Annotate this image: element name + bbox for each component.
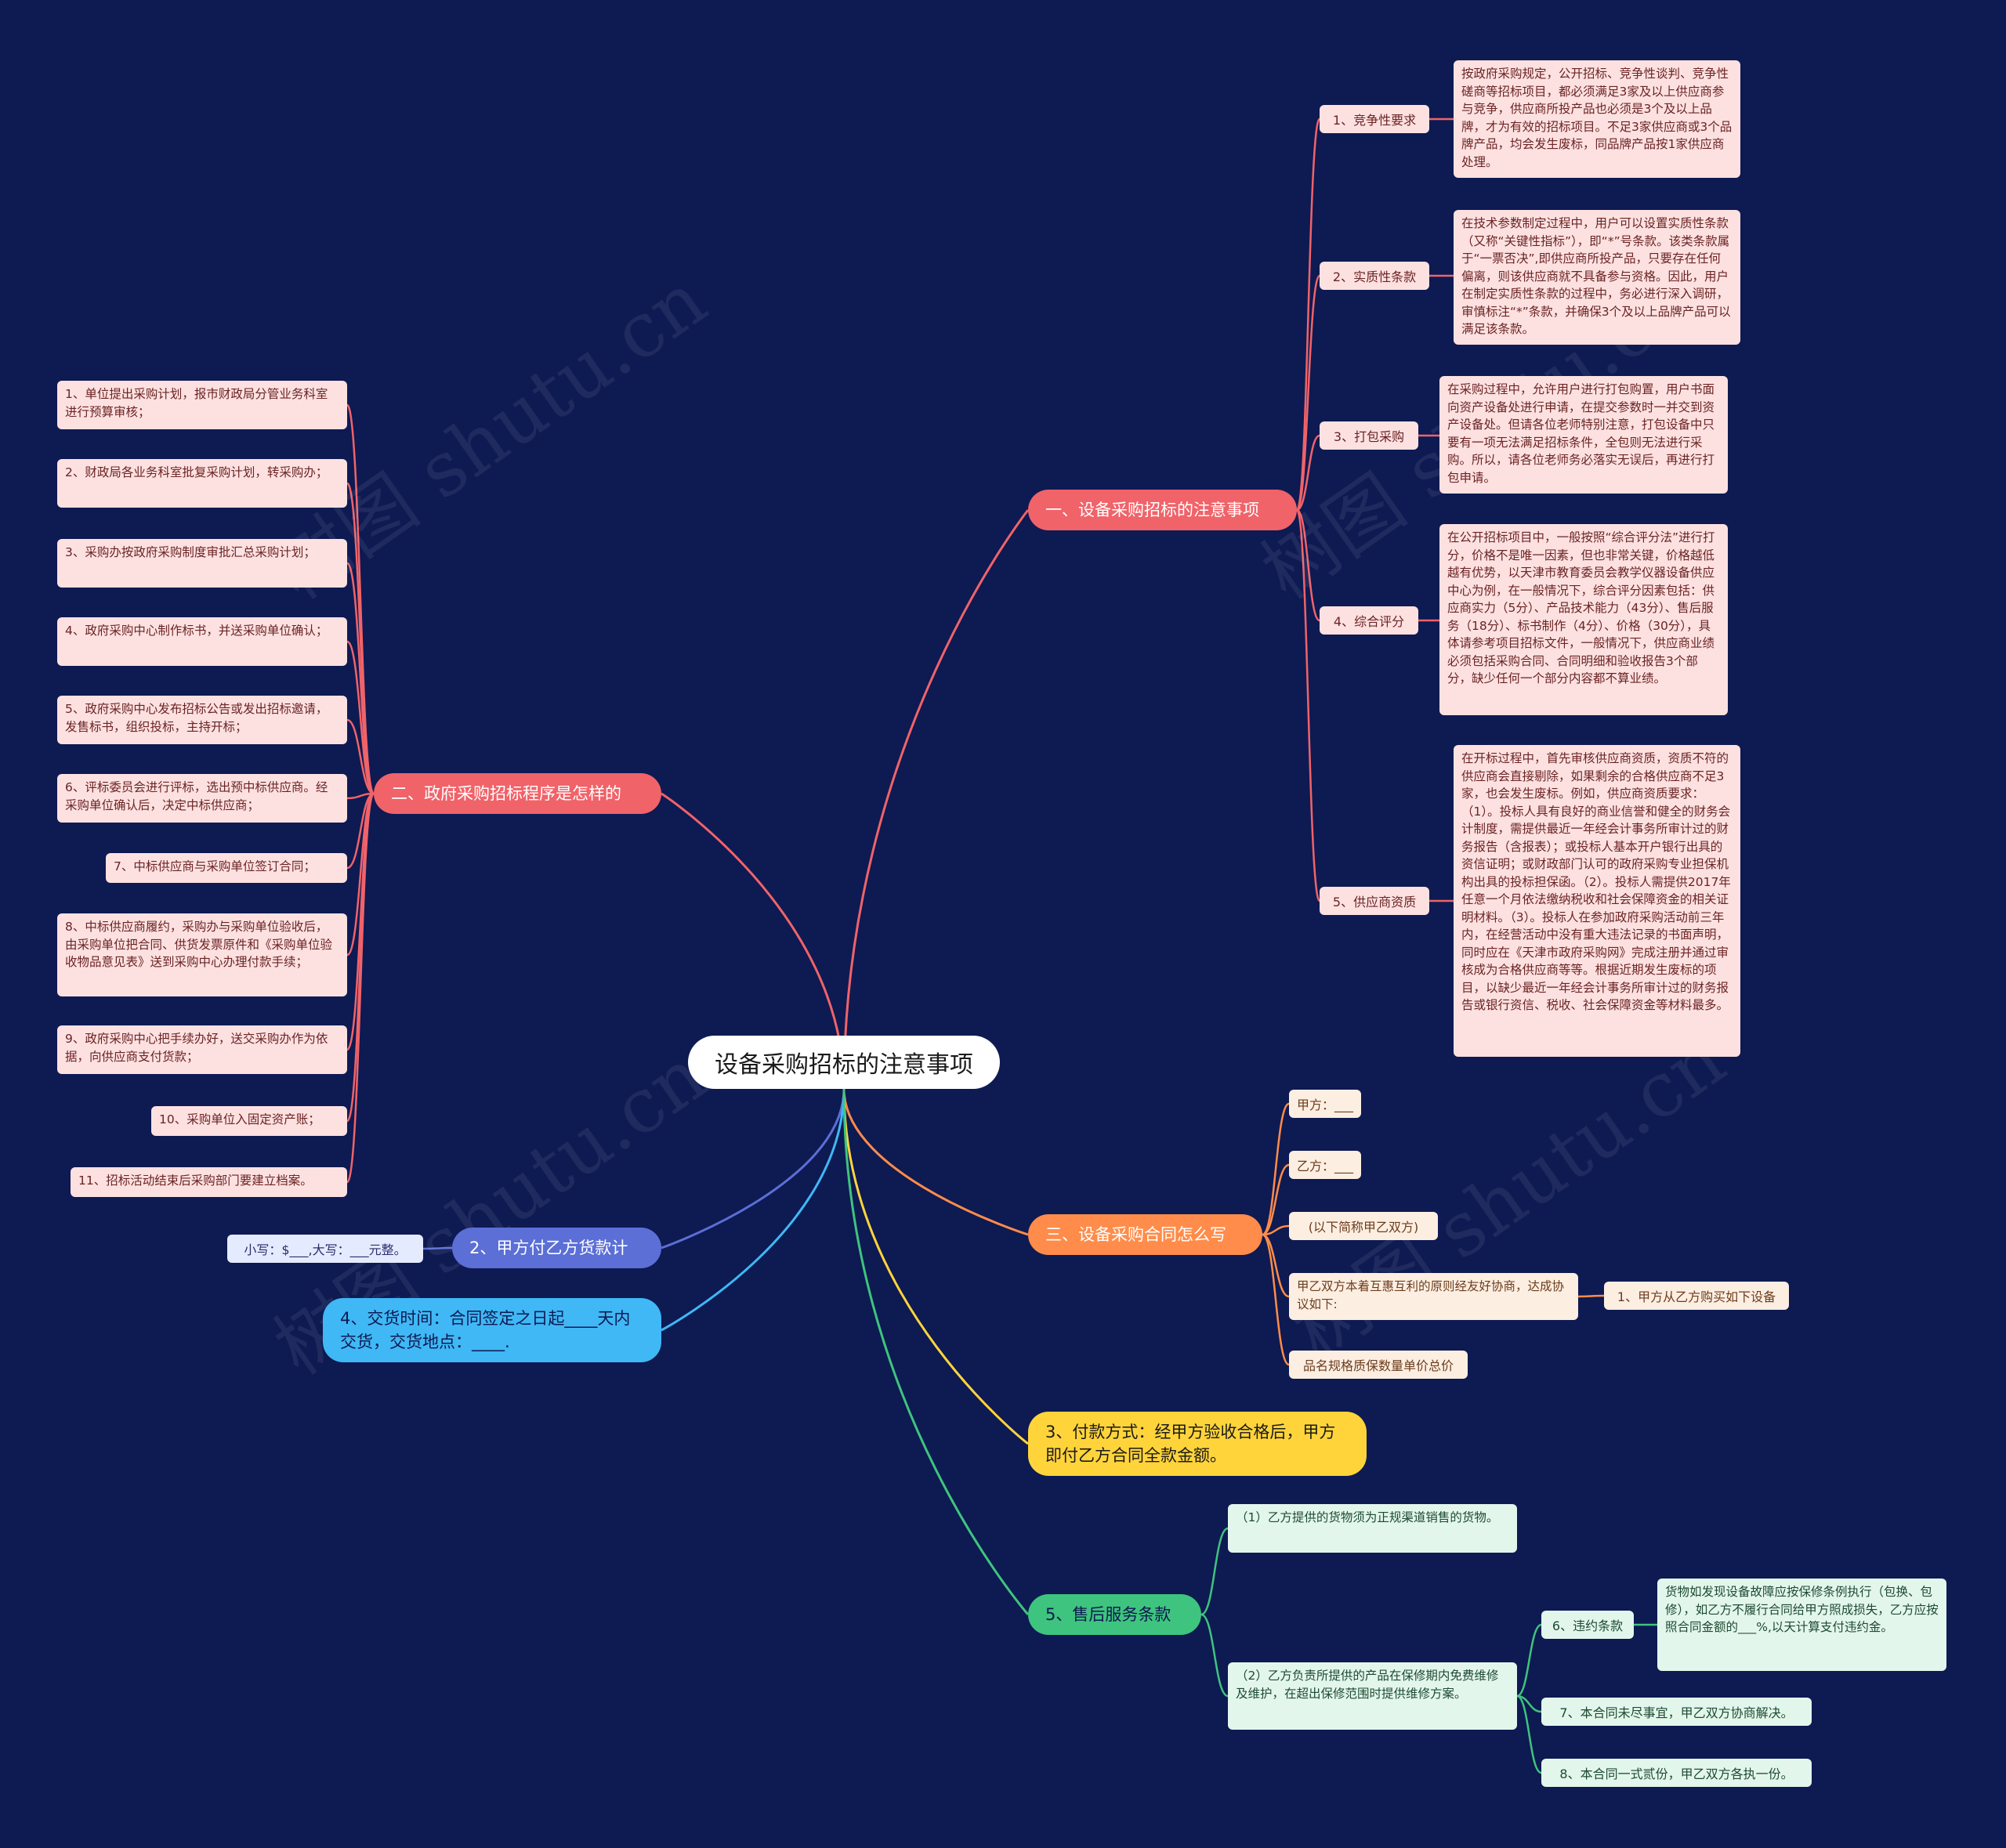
link-b7-sub-3	[1516, 1694, 1542, 1774]
b2-step-9: 9、政府采购中心把手续办好，送交采购办作为依据，向供应商支付货款；	[57, 1025, 347, 1074]
link-root-b2	[661, 792, 845, 1090]
link-b4-child	[422, 1246, 453, 1250]
b7-sub-3: 8、本合同一式贰份，甲乙双方各执一份。	[1541, 1759, 1812, 1787]
link-root-b7	[842, 1088, 1030, 1615]
link-b3-item-2	[1262, 1163, 1290, 1236]
b2-step-10: 10、采购单位入固定资产账；	[151, 1106, 347, 1136]
link-b7-item-2	[1200, 1613, 1229, 1698]
link-b1-item-5	[1295, 508, 1321, 902]
link-b2-step-11	[346, 792, 375, 1184]
link-b1-item-4	[1296, 508, 1320, 622]
link-b3-item-4	[1262, 1233, 1290, 1298]
link-b3-item-5	[1262, 1233, 1290, 1366]
b3-item-1: 甲方：___	[1289, 1090, 1361, 1118]
b2-step-1: 1、单位提出采购计划，报市财政局分管业务科室进行预算审核；	[57, 381, 347, 429]
b2-step-2: 2、财政局各业务科室批复采购计划，转采购办；	[57, 459, 347, 508]
link-b2-step-8	[346, 792, 375, 957]
branch-4-topic[interactable]: 2、甲方付乙方货款计	[452, 1228, 661, 1268]
branch-7-topic[interactable]: 5、售后服务条款	[1028, 1594, 1201, 1635]
link-root-b1	[842, 509, 1030, 1090]
b2-step-3: 3、采购办按政府采购制度审批汇总采购计划；	[57, 539, 347, 588]
branch-2-topic[interactable]: 二、政府采购招标程序是怎样的	[374, 773, 661, 814]
b1-item-4-label[interactable]: 4、综合评分	[1320, 606, 1418, 635]
branch-6-topic[interactable]: 3、付款方式：经甲方验收合格后，甲方即付乙方合同全款金额。	[1028, 1412, 1367, 1476]
b7-item-2: （2）乙方负责所提供的产品在保修期内免费维修及维护，在超出保修范围时提供维修方案…	[1228, 1662, 1517, 1730]
b3-sub-child: 1、甲方从乙方购买如下设备	[1604, 1282, 1789, 1310]
link-b1-item-2	[1295, 274, 1321, 512]
b1-item-1-label[interactable]: 1、竞争性要求	[1320, 105, 1429, 133]
link-b3-item-1	[1262, 1102, 1290, 1236]
b7-sub-1-label: 6、违约条款	[1541, 1611, 1634, 1639]
link-b2-step-4	[346, 640, 375, 795]
link-b2-step-7	[346, 792, 375, 870]
b4-child: 小写：$___,大写：___元整。	[227, 1235, 423, 1263]
b1-item-3-text: 在采购过程中，允许用户进行打包购置，用户书面向资产设备处进行申请，在提交参数时一…	[1439, 376, 1728, 494]
link-b2-step-2	[346, 482, 375, 795]
b2-step-11: 11、招标活动结束后采购部门要建立档案。	[71, 1167, 347, 1197]
b7-item-1: （1）乙方提供的货物须为正规渠道销售的货物。	[1228, 1504, 1517, 1553]
link-b2-step-3	[346, 562, 375, 795]
link-b7-item-1	[1200, 1527, 1229, 1616]
link-root-b3	[842, 1088, 1029, 1236]
b2-step-7: 7、中标供应商与采购单位签订合同；	[106, 853, 347, 883]
root-topic[interactable]: 设备采购招标的注意事项	[688, 1036, 1000, 1089]
link-b1-item-3	[1296, 434, 1320, 512]
b7-sub-2: 7、本合同未尽事宜，甲乙双方协商解决。	[1541, 1698, 1812, 1726]
b3-item-5: 品名规格质保数量单价总价	[1289, 1351, 1468, 1379]
b3-item-3: (以下简称甲乙双方)	[1289, 1212, 1438, 1240]
b1-item-2-label[interactable]: 2、实质性条款	[1320, 262, 1429, 290]
b2-step-8: 8、中标供应商履约，采购办与采购单位验收后，由采购单位把合同、供货发票原件和《采…	[57, 913, 347, 996]
link-b2-step-10	[346, 792, 375, 1123]
link-b7-sub-1	[1516, 1623, 1542, 1698]
b1-item-3-label[interactable]: 3、打包采购	[1320, 421, 1418, 450]
branch-5-topic[interactable]: 4、交货时间：合同签定之日起____天内交货，交货地点：____.	[323, 1298, 661, 1362]
b3-item-2: 乙方：___	[1289, 1151, 1361, 1179]
b1-item-2-text: 在技术参数制定过程中，用户可以设置实质性条款（又称“关键性指标”），即“*”号条…	[1454, 210, 1740, 345]
link-b1-item-1	[1295, 118, 1321, 512]
b3-item-4: 甲乙双方本着互惠互利的原则经友好协商，达成协议如下:	[1289, 1273, 1578, 1320]
link-root-b4	[661, 1088, 845, 1249]
b1-item-1-text: 按政府采购规定，公开招标、竞争性谈判、竞争性磋商等招标项目，都必须满足3家及以上…	[1454, 60, 1740, 178]
branch-1-topic[interactable]: 一、设备采购招标的注意事项	[1028, 490, 1297, 530]
b1-item-4-text: 在公开招标项目中，一般按照“综合评分法”进行打分，价格不是唯一因素，但也非常关键…	[1439, 524, 1728, 715]
b7-sub-1-text: 货物如发现设备故障应按保修条例执行（包换、包修），如乙方不履行合同给甲方照成损失…	[1657, 1579, 1946, 1671]
link-b2-step-5	[346, 718, 375, 795]
b2-step-4: 4、政府采购中心制作标书，并送采购单位确认；	[57, 617, 347, 666]
b2-step-6: 6、评标委员会进行评标，选出预中标供应商。经采购单位确认后，决定中标供应商；	[57, 774, 347, 823]
b2-step-5: 5、政府采购中心发布招标公告或发出招标邀请，发售标书，组织投标，主持开标；	[57, 696, 347, 744]
link-b2-step-1	[346, 403, 375, 795]
b1-item-5-text: 在开标过程中，首先审核供应商资质，资质不符的供应商会直接剔除，如果剩余的合格供应…	[1454, 745, 1740, 1057]
link-b3-item-3	[1262, 1224, 1290, 1236]
branch-3-topic[interactable]: 三、设备采购合同怎么写	[1028, 1214, 1262, 1255]
b1-item-5-label[interactable]: 5、供应商资质	[1320, 887, 1429, 915]
link-root-b6	[842, 1088, 1029, 1445]
link-root-b5	[661, 1088, 845, 1332]
